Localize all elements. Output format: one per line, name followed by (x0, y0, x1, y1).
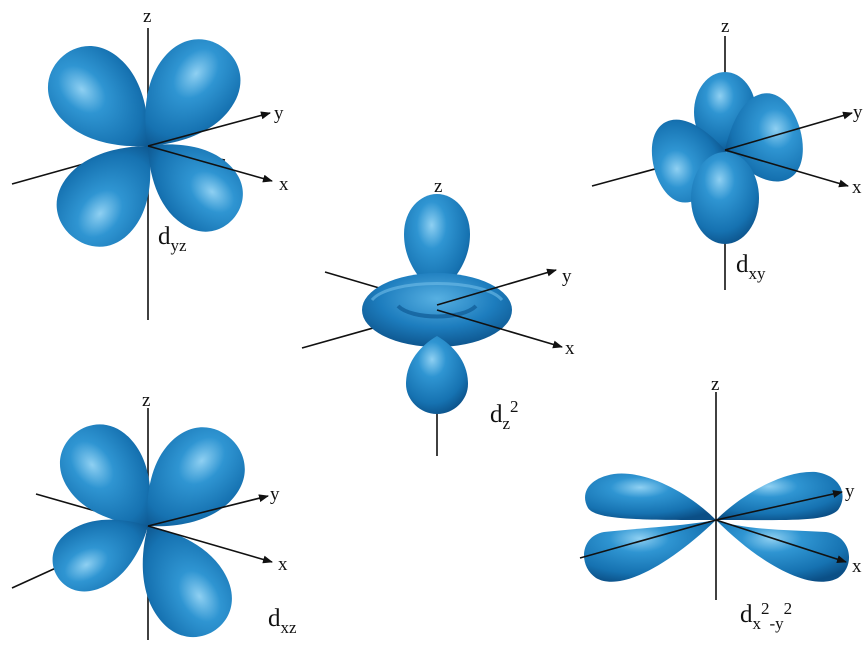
lobe (716, 520, 849, 582)
z-axis-label: z (143, 6, 151, 27)
orbital-label-dxz: dxz (268, 605, 297, 637)
z-axis-label: z (711, 374, 719, 395)
z-axis-label: z (434, 176, 442, 197)
y-axis-label: y (845, 481, 855, 502)
y-axis-label: y (853, 102, 863, 123)
orbital-label-dyz: dyz (158, 223, 187, 255)
orbital-dyz: z y x dyz (12, 6, 289, 320)
z-axis-label: z (142, 390, 150, 411)
x-axis-label: x (565, 338, 575, 359)
x-axis-label: x (278, 554, 288, 575)
z-axis-label: z (721, 16, 729, 37)
x-axis-label: x (852, 177, 862, 198)
y-axis-label: y (562, 266, 572, 287)
lobe (585, 474, 716, 520)
orbital-dx2y2: z y x dx2-y2 (580, 374, 862, 633)
x-axis-label: x (279, 174, 289, 195)
y-axis-label: y (270, 484, 280, 505)
orbital-label-dx2y2: dx2-y2 (740, 599, 792, 633)
orbital-dxy: z y x dxy (592, 16, 863, 290)
x-axis-label: x (852, 556, 862, 577)
lobe (406, 336, 468, 414)
lobe (691, 152, 759, 244)
orbital-label-dz2: dz2 (490, 397, 519, 433)
orbital-dxz: z y x dxz (12, 390, 297, 652)
orbital-label-dxy: dxy (736, 251, 766, 283)
orbital-dz2: z y x dz2 (302, 176, 575, 456)
y-axis-label: y (274, 103, 284, 124)
